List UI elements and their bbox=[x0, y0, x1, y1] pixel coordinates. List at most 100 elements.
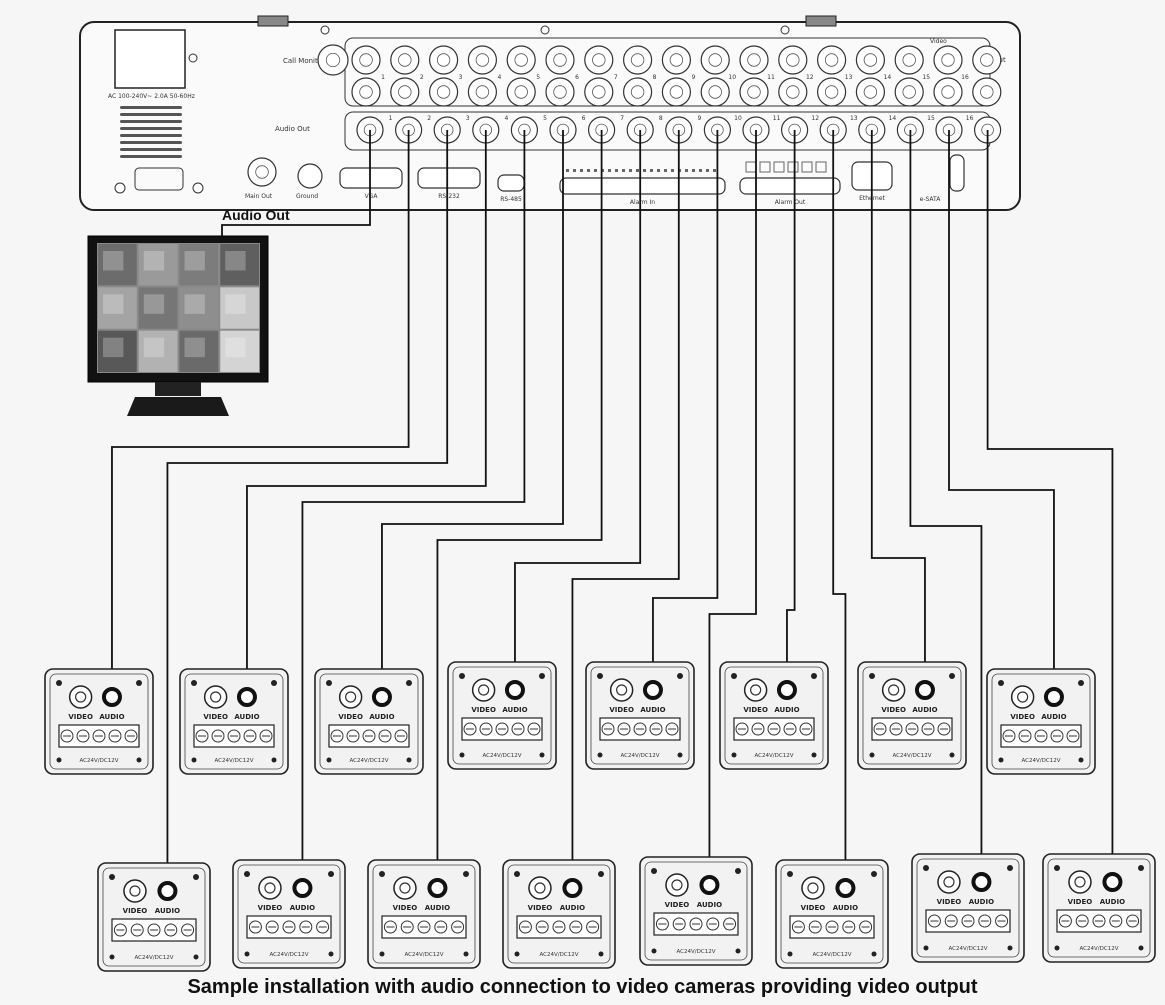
terminal-screw bbox=[1018, 729, 1032, 743]
camera-screw bbox=[514, 871, 520, 877]
camera-screw bbox=[56, 757, 62, 763]
camera-audio-jack bbox=[1102, 872, 1123, 892]
camera-view-detail bbox=[143, 337, 165, 358]
camera-video-bnc bbox=[393, 876, 417, 900]
terminal-screw bbox=[569, 920, 583, 934]
video-in-bnc bbox=[467, 45, 497, 75]
alarm-pin bbox=[706, 169, 709, 172]
alarm-in-port-label: Alarm In bbox=[630, 199, 655, 206]
camera-video-bnc bbox=[937, 870, 961, 894]
audio-number: 12 bbox=[811, 115, 819, 122]
main-out-label: Main Out bbox=[245, 193, 273, 200]
video-loop-bnc bbox=[739, 77, 769, 107]
main-out-bnc bbox=[247, 157, 277, 187]
terminal-screw bbox=[463, 722, 477, 736]
audio-cable-12 bbox=[832, 130, 847, 888]
terminal-screw bbox=[1126, 914, 1140, 928]
alarm-pin bbox=[664, 169, 667, 172]
camera-screw bbox=[539, 752, 545, 758]
camera-screw bbox=[379, 871, 385, 877]
camera-video-bnc bbox=[881, 678, 906, 702]
camera-screw bbox=[651, 868, 657, 874]
camera-audio-label: AUDIO bbox=[290, 904, 315, 912]
terminal-screw bbox=[842, 920, 856, 934]
video-loop-bnc bbox=[545, 77, 575, 107]
camera-screw bbox=[406, 757, 412, 763]
terminal-screw bbox=[495, 722, 509, 736]
terminal-screw bbox=[76, 729, 90, 743]
bnc-number: 16 bbox=[961, 74, 969, 81]
camera-audio-label: AUDIO bbox=[560, 904, 585, 912]
terminal-screw bbox=[181, 923, 195, 937]
terminal-screw bbox=[417, 920, 431, 934]
alarm-pin bbox=[657, 169, 660, 172]
camera-screw bbox=[191, 680, 197, 686]
audio-cables bbox=[111, 130, 1114, 891]
terminal-screw bbox=[299, 920, 313, 934]
video-in-bnc bbox=[739, 45, 769, 75]
monitor bbox=[87, 235, 269, 416]
camera-audio-jack bbox=[101, 687, 122, 707]
terminal-screw bbox=[1092, 914, 1106, 928]
camera-screw bbox=[735, 948, 741, 954]
camera-screw bbox=[1007, 945, 1013, 951]
camera-screw bbox=[109, 874, 115, 880]
bnc-number: 9 bbox=[691, 74, 695, 81]
terminal-screw bbox=[799, 722, 813, 736]
camera-power-label: AC24V/DC12V bbox=[135, 955, 174, 961]
terminal-screw bbox=[1002, 729, 1016, 743]
audio-cable-6 bbox=[436, 130, 603, 888]
video-loop-bnc bbox=[778, 77, 808, 107]
video-in-bnc bbox=[855, 45, 886, 75]
camera-screw bbox=[677, 752, 683, 758]
alarm-pin bbox=[636, 169, 639, 172]
vga-port-label: VGA bbox=[365, 193, 379, 200]
camera-screw bbox=[998, 757, 1004, 763]
video-in-bnc bbox=[700, 45, 730, 75]
camera-video-label: VIDEO bbox=[1068, 898, 1093, 906]
ground-terminal bbox=[297, 163, 323, 189]
camera-video-bnc bbox=[1010, 685, 1035, 709]
video-loop-bnc bbox=[816, 77, 847, 107]
bnc-number: 8 bbox=[653, 74, 657, 81]
call-monitor-bnc bbox=[317, 44, 349, 76]
camera-audio-jack bbox=[642, 680, 663, 700]
audio-cable-14 bbox=[909, 130, 983, 882]
camera-view-tile bbox=[138, 330, 178, 372]
video-in-bnc bbox=[778, 45, 808, 75]
vent-slot bbox=[120, 113, 182, 116]
power-switch bbox=[188, 53, 198, 63]
monitor-stand bbox=[127, 397, 229, 416]
monitor-audio-cable bbox=[221, 130, 371, 236]
camera-screw bbox=[1007, 865, 1013, 871]
camera-video-bnc bbox=[203, 685, 228, 709]
video-loop-bnc bbox=[351, 77, 381, 107]
camera-audio-jack bbox=[292, 878, 313, 898]
camera-view-tile bbox=[220, 244, 259, 286]
alarm-pin bbox=[671, 169, 674, 172]
camera-screw bbox=[328, 951, 334, 957]
camera-audio-label: AUDIO bbox=[1041, 713, 1066, 721]
camera-audio-label: AUDIO bbox=[369, 713, 394, 721]
relay-pin bbox=[787, 161, 799, 173]
camera-video-label: VIDEO bbox=[258, 904, 283, 912]
terminal-screw bbox=[927, 914, 941, 928]
audio-cable-9 bbox=[652, 130, 719, 690]
camera-screw bbox=[191, 757, 197, 763]
camera-audio-label: AUDIO bbox=[234, 713, 259, 721]
camera-video-label: VIDEO bbox=[801, 904, 826, 912]
terminal-screw bbox=[921, 722, 935, 736]
terminal-screw bbox=[1109, 914, 1123, 928]
camera-audio-label: AUDIO bbox=[912, 706, 937, 714]
video-label: Video bbox=[930, 38, 947, 45]
camera-screw bbox=[949, 673, 955, 679]
camera-view-tile bbox=[98, 287, 137, 329]
terminal-screw bbox=[164, 923, 178, 937]
camera-audio-jack bbox=[427, 878, 448, 898]
alarm-pin bbox=[594, 169, 597, 172]
